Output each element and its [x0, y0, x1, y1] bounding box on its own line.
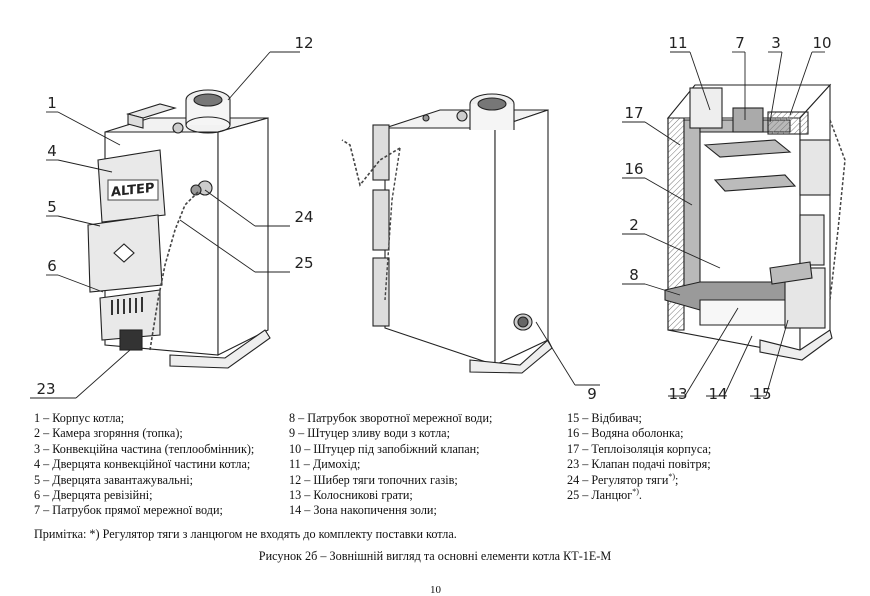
callout-24: 24 — [294, 208, 313, 226]
legend-item: 15 – Відбивач; — [567, 411, 642, 425]
legend-item: 3 – Конвекційна частина (теплообмінник); — [34, 441, 255, 456]
callout-7: 7 — [735, 34, 745, 52]
callout-23: 23 — [36, 380, 55, 398]
leader-lines-right — [622, 51, 825, 397]
legend-item: 14 – Зона накопичення золи; — [289, 503, 437, 518]
legend-item: 11 – Димохід; — [289, 457, 361, 472]
callout-2: 2 — [629, 216, 639, 234]
callout-4: 4 — [47, 142, 57, 160]
callout-3: 3 — [771, 34, 781, 52]
callout-10: 10 — [812, 34, 831, 52]
callout-9: 9 — [587, 385, 597, 403]
legend-column-3: 15 – Відбивач; 16 – Водяна оболонка; 17 … — [567, 411, 711, 503]
legend-item-24: 24 – Регулятор тяги*); — [567, 471, 679, 487]
callout-11: 11 — [668, 34, 687, 52]
legend-item: 23 – Клапан подачі повітря; — [567, 457, 711, 472]
legend-item: 6 – Дверцята ревізійні; — [34, 487, 153, 502]
brand-logo: ALTEP — [111, 181, 154, 201]
boiler-front-view — [87, 89, 271, 369]
footnote: Примітка: *) Регулятор тяги з ланцюгом н… — [34, 527, 457, 541]
boiler-cutaway-view — [664, 83, 846, 361]
callout-5: 5 — [47, 198, 57, 216]
legend-item: 1 – Корпус котла; — [34, 411, 125, 425]
legend-item: 16 – Водяна оболонка; — [567, 426, 684, 441]
legend-item: 2 – Камера згоряння (топка); — [34, 426, 183, 441]
legend-column-2: 8 – Патрубок зворотної мережної води; 9 … — [289, 411, 492, 519]
boiler-figure: ALTEP 1 4 5 6 23 12 24 25 — [30, 34, 846, 403]
callout-1: 1 — [47, 94, 57, 112]
leader-lines-middle — [535, 321, 600, 386]
callout-14: 14 — [708, 385, 727, 403]
callout-13: 13 — [668, 385, 687, 403]
legend-item: 8 – Патрубок зворотної мережної води; — [289, 411, 493, 425]
legend-item: 4 – Дверцята конвекційної частини котла; — [34, 457, 251, 472]
legend-item: 10 – Штуцер під запобіжний клапан; — [289, 441, 480, 456]
callout-15: 15 — [752, 385, 771, 403]
legend-item: 5 – Дверцята завантажувальні; — [34, 472, 194, 487]
legend-item-25: 25 – Ланцюг*). — [567, 486, 642, 502]
callout-25: 25 — [294, 254, 313, 272]
callout-8: 8 — [629, 266, 639, 284]
legend-item: 7 – Патрубок прямої мережної води; — [34, 503, 223, 518]
callout-12: 12 — [294, 34, 313, 52]
page-number: 10 — [430, 584, 441, 596]
callout-16: 16 — [624, 160, 643, 178]
legend-item: 12 – Шибер тяги топочних газів; — [289, 472, 458, 487]
legend-item: 13 – Колосникові грати; — [289, 487, 413, 502]
callout-6: 6 — [47, 257, 57, 275]
legend-item: 9 – Штуцер зливу води з котла; — [289, 426, 450, 441]
boiler-rear-view — [341, 93, 553, 374]
legend-item: 17 – Теплоізоляція корпуса; — [567, 441, 712, 456]
figure-caption: Рисунок 2б – Зовнішній вигляд та основні… — [258, 549, 612, 563]
legend-column-1: 1 – Корпус котла; 2 – Камера згоряння (т… — [34, 411, 254, 519]
callout-17: 17 — [624, 104, 643, 122]
leader-lines-left — [30, 51, 300, 399]
